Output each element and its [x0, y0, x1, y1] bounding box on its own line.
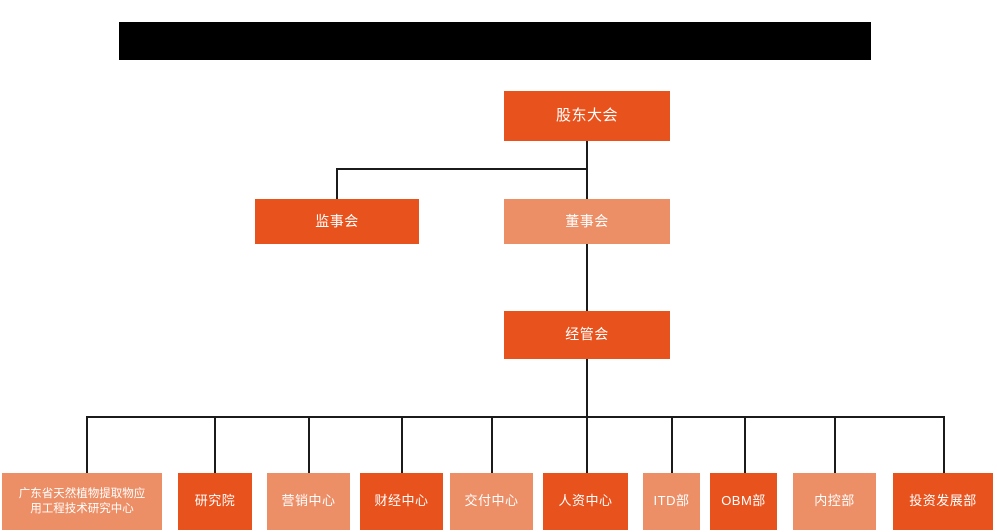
- node-finance-center-label: 财经中心: [374, 493, 429, 509]
- connector-management-down: [586, 359, 588, 417]
- connector-directors-down: [586, 168, 588, 200]
- node-supervisors-label: 监事会: [315, 212, 359, 229]
- node-shareholders-label: 股东大会: [555, 106, 618, 124]
- node-itd-dept-label: ITD部: [653, 493, 690, 509]
- connector-drop-research-institute: [214, 416, 216, 473]
- connector-shareholders-horizontal: [336, 168, 588, 170]
- connector-drop-hr-center: [586, 416, 588, 473]
- connector-drop-investment-development-dept: [943, 416, 945, 473]
- node-engineering-center-label: 广东省天然植物提取物应 用工程技术研究中心: [18, 488, 146, 515]
- node-itd-dept[interactable]: ITD部: [643, 473, 700, 530]
- connector-supervisors-down: [336, 168, 338, 200]
- node-directors[interactable]: 董事会: [504, 199, 670, 244]
- connector-shareholders-down: [586, 140, 588, 170]
- connector-directors-to-management: [586, 243, 588, 311]
- node-research-institute-label: 研究院: [194, 493, 236, 509]
- node-delivery-center-label: 交付中心: [464, 493, 519, 509]
- node-marketing-center[interactable]: 营销中心: [267, 473, 350, 530]
- connector-bottom-bus: [86, 416, 944, 418]
- node-internal-control-dept-label: 内控部: [814, 493, 855, 509]
- connector-drop-marketing-center: [308, 416, 310, 473]
- connector-drop-internal-control-dept: [834, 416, 836, 473]
- node-marketing-center-label: 营销中心: [281, 493, 336, 509]
- node-directors-label: 董事会: [565, 212, 609, 229]
- node-delivery-center[interactable]: 交付中心: [450, 473, 533, 530]
- node-research-institute[interactable]: 研究院: [178, 473, 252, 530]
- node-investment-development-dept-label: 投资发展部: [909, 493, 977, 509]
- node-shareholders[interactable]: 股东大会: [504, 91, 670, 141]
- node-hr-center-label: 人资中心: [558, 493, 613, 509]
- node-finance-center[interactable]: 财经中心: [360, 473, 443, 530]
- connector-drop-finance-center: [401, 416, 403, 473]
- connector-drop-engineering-center: [86, 416, 88, 473]
- redacted-title-bar: [119, 22, 871, 60]
- connector-drop-itd-dept: [671, 416, 673, 473]
- node-investment-development-dept[interactable]: 投资发展部: [893, 473, 993, 530]
- node-management[interactable]: 经管会: [504, 311, 670, 359]
- connector-drop-obm-dept: [744, 416, 746, 473]
- node-obm-dept-label: OBM部: [721, 493, 766, 509]
- node-obm-dept[interactable]: OBM部: [710, 473, 777, 530]
- node-management-label: 经管会: [565, 326, 609, 343]
- node-internal-control-dept[interactable]: 内控部: [793, 473, 876, 530]
- node-engineering-center[interactable]: 广东省天然植物提取物应 用工程技术研究中心: [2, 473, 162, 530]
- node-hr-center[interactable]: 人资中心: [543, 473, 628, 530]
- node-supervisors[interactable]: 监事会: [255, 199, 419, 244]
- connector-drop-delivery-center: [491, 416, 493, 473]
